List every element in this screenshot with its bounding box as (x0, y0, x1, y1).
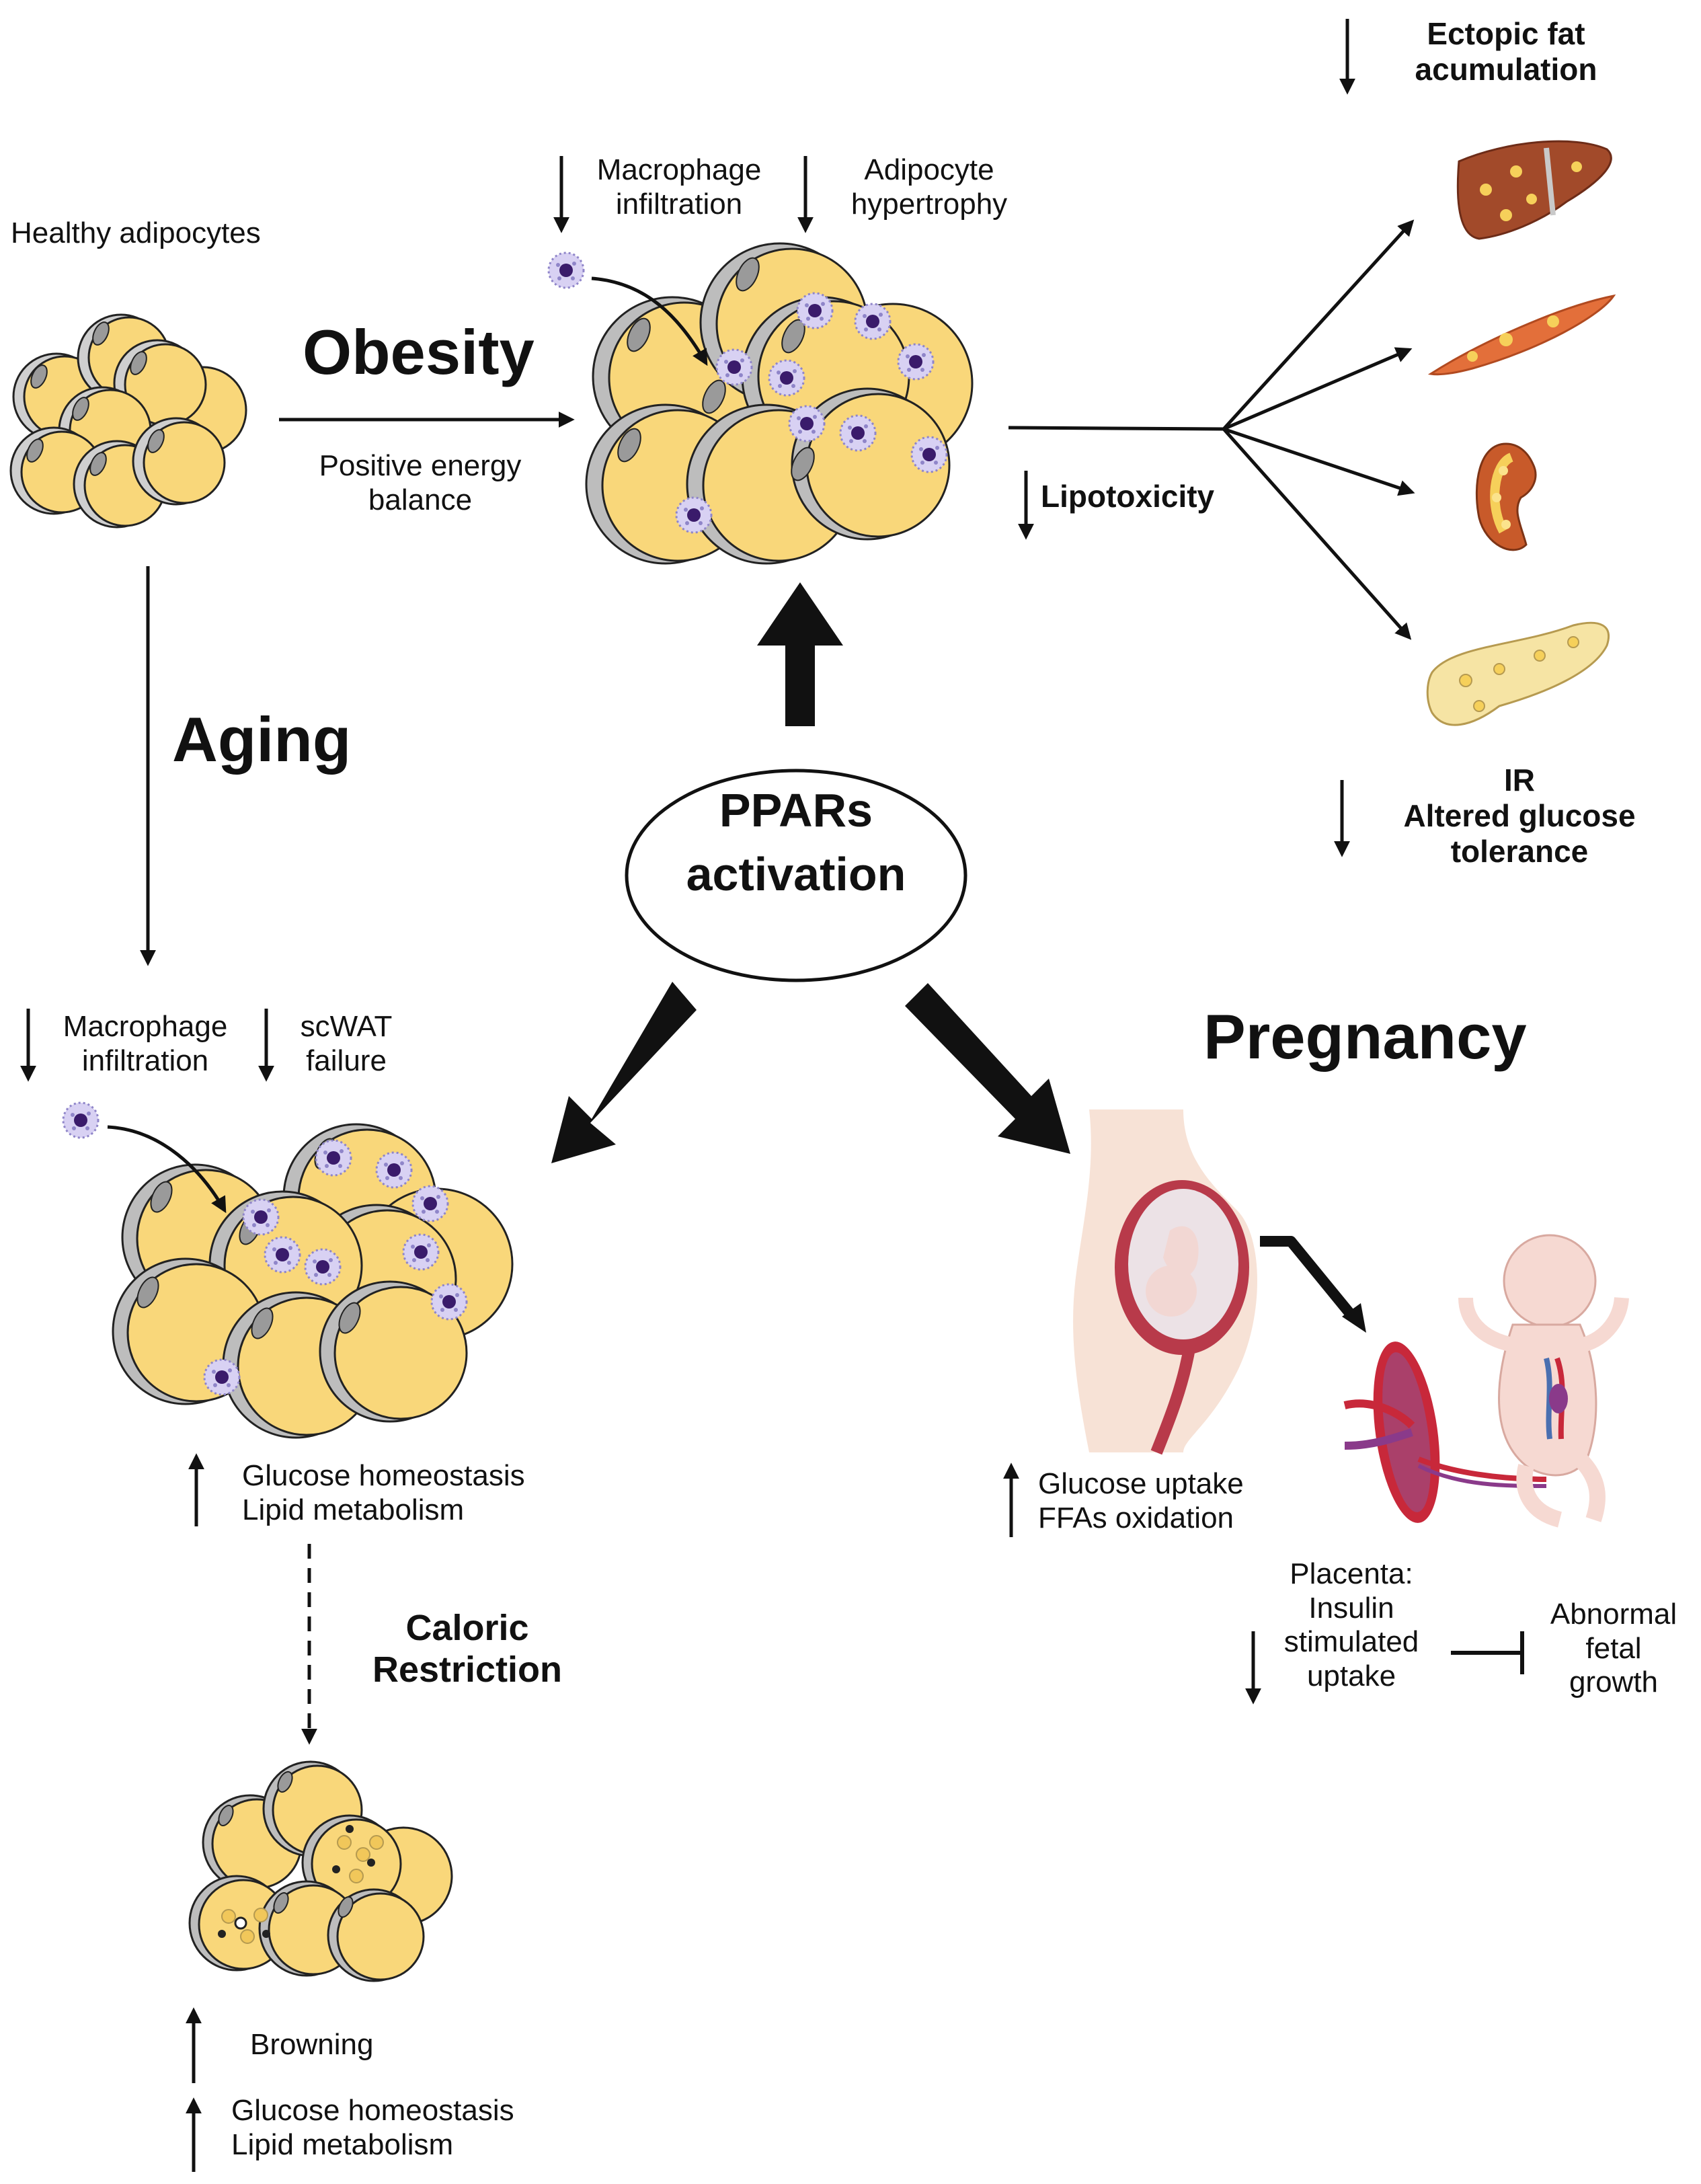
caloric-restriction-label: Caloric Restriction (372, 1608, 563, 1690)
glucose-lipid-cr-label: Glucose homeostasis Lipid metabolism (231, 2094, 514, 2161)
ppars-activation-label: PPARs activation (686, 784, 906, 900)
kidney-icon (1475, 442, 1537, 551)
healthy-adipocyte-cluster (9, 313, 247, 529)
macrophage-infiltration-top-label: Macrophage infiltration (596, 153, 762, 221)
healthy-adipocytes-label: Healthy adipocytes (11, 217, 261, 249)
muscle-icon (1427, 294, 1616, 376)
ppars-to-obesity-arrow (757, 582, 843, 726)
placenta-icon (1343, 1341, 1547, 1523)
aged-adipocyte-cluster (62, 1101, 514, 1439)
browning-label: Browning (250, 2028, 374, 2061)
pregnant-woman-icon (1073, 1109, 1257, 1455)
ppars-to-aging-arrow (551, 982, 697, 1163)
scwat-failure-label: scWAT failure (300, 1010, 393, 1077)
pancreas-icon (1426, 621, 1610, 726)
ppars-ellipse (625, 769, 967, 982)
aging-label: Aging (172, 704, 352, 775)
browning-adipocyte-cluster (188, 1760, 453, 1982)
positive-energy-balance-label: Positive energy balance (319, 449, 522, 516)
abnormal-fetal-growth-label: Abnormal fetal growth (1550, 1598, 1677, 1699)
ppars-to-pregnancy-arrow (905, 983, 1070, 1154)
obesity-label: Obesity (303, 317, 535, 387)
ectopic-fat-label: Ectopic fat acumulation (1415, 16, 1597, 87)
obese-adipocyte-cluster (547, 242, 974, 565)
placenta-label: Placenta: Insulin stimulated uptake (1283, 1557, 1419, 1692)
macrophage-infiltration-aging-label: Macrophage infiltration (63, 1010, 228, 1077)
ir-glucose-label: IR Altered glucose tolerance (1403, 763, 1636, 869)
glucose-uptake-label: Glucose uptake FFAs oxidation (1038, 1467, 1244, 1534)
fetus-icon (1458, 1234, 1629, 1528)
adipocyte-hypertrophy-label: Adipocyte hypertrophy (850, 153, 1008, 221)
glucose-lipid-aging-label: Glucose homeostasis Lipid metabolism (242, 1459, 525, 1526)
liver-icon (1456, 140, 1612, 240)
lipotoxicity-branches (1008, 219, 1415, 640)
lipotoxicity-label: Lipotoxicity (1041, 479, 1215, 514)
pregnancy-label: Pregnancy (1203, 1001, 1527, 1072)
